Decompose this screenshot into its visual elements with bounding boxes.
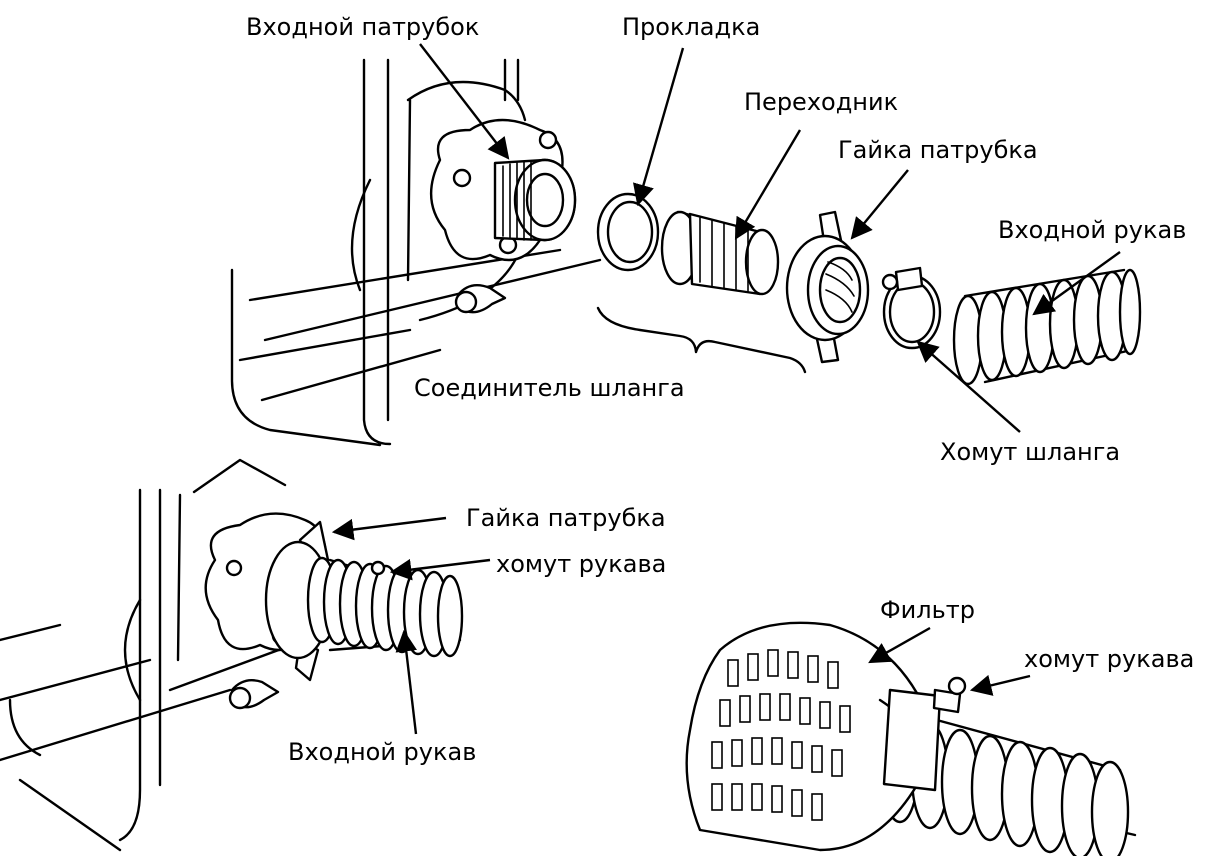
- hose-connector-brace: [598, 308, 805, 372]
- arrow-fitting-nut-top: [852, 170, 908, 238]
- arrow-adapter: [736, 130, 800, 238]
- label-inlet-hose-bottom: Входной рукав: [288, 740, 476, 764]
- arrow-fitting-nut-bottom: [334, 518, 446, 532]
- arrow-strainer-clamp: [972, 676, 1030, 690]
- label-strainer: Фильтр: [880, 598, 975, 622]
- label-hose-clamp-bottom: хомут рукава: [496, 552, 666, 576]
- label-fitting-nut-bottom: Гайка патрубка: [466, 506, 666, 530]
- arrow-strainer: [870, 628, 930, 662]
- label-inlet-hose-top: Входной рукав: [998, 218, 1186, 242]
- adapter-part: [662, 212, 778, 294]
- gasket-ring: [598, 194, 658, 270]
- label-hose-connector: Соединитель шланга: [414, 376, 685, 400]
- inlet-hose-part-top: [954, 270, 1140, 384]
- arrow-hose-clamp-bottom: [392, 560, 490, 572]
- label-fitting-nut-top: Гайка патрубка: [838, 138, 1038, 162]
- label-inlet-fitting: Входной патрубок: [246, 15, 479, 39]
- label-gasket: Прокладка: [622, 15, 760, 39]
- arrow-gasket: [638, 48, 683, 204]
- pump-assembled-bottom: [0, 460, 462, 850]
- label-hose-clamp-top: Хомут шланга: [940, 440, 1120, 464]
- label-adapter: Переходник: [744, 90, 898, 114]
- label-strainer-clamp: хомут рукава: [1024, 647, 1194, 671]
- hose-clamp-part: [883, 268, 940, 348]
